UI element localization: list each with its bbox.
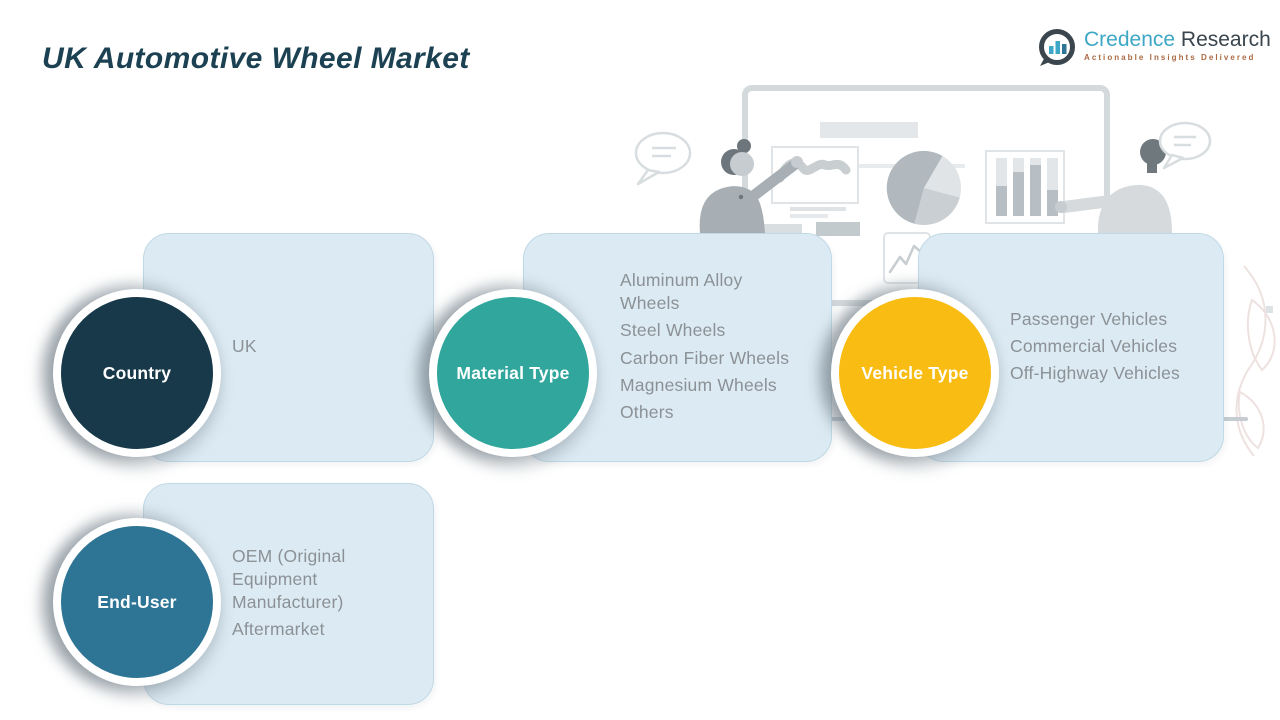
- segment-item: OEM (Original Equipment Manufacturer): [232, 545, 346, 612]
- logo-brand-primary: Credence: [1084, 28, 1176, 51]
- segment-item: Passenger Vehicles: [1010, 308, 1168, 329]
- speech-bubble-right: [1158, 121, 1212, 170]
- line-chart-doodle: [771, 146, 859, 218]
- segment-item: UK: [232, 335, 257, 356]
- bar-chart-doodle: [985, 150, 1065, 224]
- logo-tagline: Actionable Insights Delivered: [1084, 53, 1256, 62]
- presenter-woman: [699, 139, 803, 233]
- country-items: UK: [232, 233, 422, 460]
- segment-item: Carbon Fiber Wheels: [620, 347, 790, 368]
- presenter-man: [1055, 139, 1172, 233]
- page-title: UK Automotive Wheel Market: [42, 42, 470, 76]
- country-bubble: Country: [53, 289, 221, 457]
- segment-item: Aluminum Alloy Wheels: [620, 270, 743, 314]
- segment-item: Magnesium Wheels: [620, 374, 777, 395]
- end-user-items: OEM (Original Equipment Manufacturer) Af…: [232, 483, 422, 703]
- logo-brand-secondary: Research: [1180, 28, 1271, 51]
- segment-item: Aftermarket: [232, 619, 325, 640]
- country-bubble-label: Country: [102, 362, 172, 383]
- segment-item: Steel Wheels: [620, 320, 726, 341]
- pie-chart-doodle: [886, 150, 961, 225]
- logo-brand-name: Credence Research: [1084, 28, 1271, 51]
- segment-item: Commercial Vehicles: [1010, 335, 1178, 356]
- logo-chart-bubble-icon: [1039, 29, 1075, 66]
- end-user-bubble-label: End-User: [97, 591, 177, 612]
- vehicle-type-bubble-label: Vehicle Type: [861, 362, 969, 383]
- segment-item: Off-Highway Vehicles: [1010, 363, 1181, 384]
- material-type-bubble-label: Material Type: [456, 362, 570, 383]
- end-user-bubble: End-User: [53, 518, 221, 686]
- vehicle-type-items: Passenger Vehicles Commercial Vehicles O…: [1010, 233, 1218, 460]
- credence-research-logo: Credence Research Actionable Insights De…: [1037, 28, 1271, 68]
- vehicle-type-bubble: Vehicle Type: [831, 289, 999, 457]
- logo-text: Credence Research Actionable Insights De…: [1084, 28, 1271, 62]
- material-type-items: Aluminum Alloy Wheels Steel Wheels Carbo…: [620, 233, 825, 460]
- segment-item: Others: [620, 401, 674, 422]
- square-accent: [1266, 306, 1273, 313]
- material-type-bubble: Material Type: [429, 289, 597, 457]
- foliage-accent: [1235, 265, 1276, 457]
- speech-bubble-left: [634, 131, 692, 186]
